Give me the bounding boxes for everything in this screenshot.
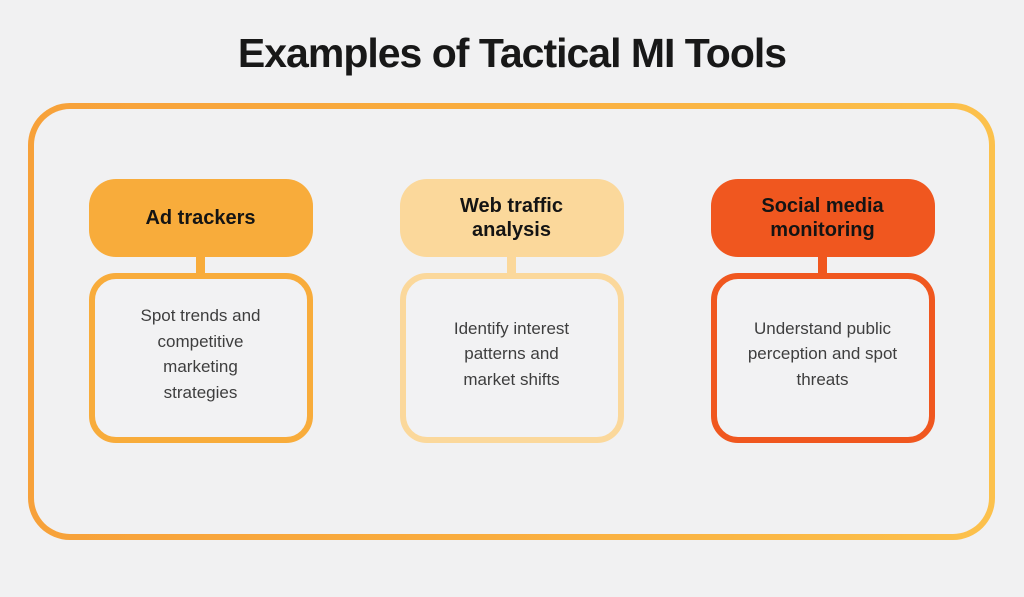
diagram-outer-frame: Ad trackers Spot trends and competitive … [28,103,995,540]
card-description: Spot trends and competitive marketing st… [140,306,261,402]
card-connector-line [507,257,516,273]
card-body-social-media-monitoring: Understand public perception and spot th… [710,273,935,443]
card-connector-line [818,257,827,273]
card-header-social-media-monitoring: Social media monitoring [710,179,935,257]
card-title: Social media monitoring [761,195,884,241]
card-header-web-traffic-analysis: Web traffic analysis [399,179,624,257]
card-title: Ad trackers [145,207,256,229]
card-social-media-monitoring: Social media monitoring Understand publi… [710,179,935,443]
card-body-web-traffic-analysis: Identify interest patterns and market sh… [399,273,624,443]
card-title: Web traffic analysis [460,195,563,241]
card-connector-line [196,257,205,273]
page-title: Examples of Tactical MI Tools [237,30,787,76]
card-web-traffic-analysis: Web traffic analysis Identify interest p… [399,179,624,443]
card-ad-trackers: Ad trackers Spot trends and competitive … [88,179,313,443]
card-description: Identify interest patterns and market sh… [453,318,570,389]
card-header-ad-trackers: Ad trackers [88,179,313,257]
card-description: Understand public perception and spot th… [747,318,898,389]
diagram-inner-area: Ad trackers Spot trends and competitive … [34,109,989,534]
card-body-ad-trackers: Spot trends and competitive marketing st… [88,273,313,443]
